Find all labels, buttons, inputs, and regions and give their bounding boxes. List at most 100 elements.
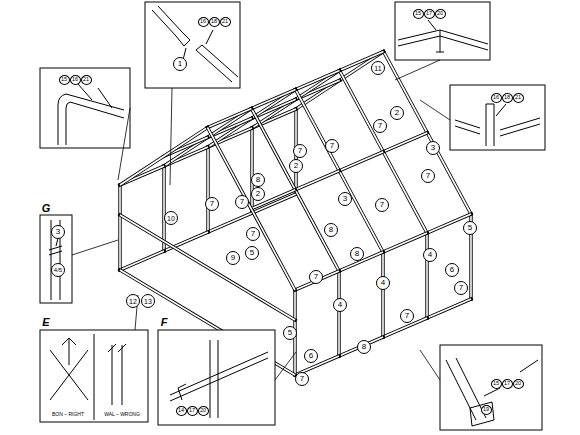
tube-fill — [208, 128, 296, 291]
callout-number: 5 — [245, 246, 259, 260]
tube-fill — [295, 271, 339, 290]
callout-number: 7 — [400, 309, 414, 323]
callout-number: 2 — [390, 106, 404, 120]
leader-lines — [72, 60, 450, 380]
tube-fill — [340, 71, 428, 234]
tube-fill — [296, 71, 340, 90]
callout-number: 9 — [226, 251, 240, 265]
callout-number: 7 — [375, 198, 389, 212]
tube-fill — [296, 90, 384, 253]
tube-outline — [296, 90, 384, 253]
callout-number: 4 — [333, 298, 347, 312]
tube-fill — [295, 171, 339, 190]
callout-number: 7 — [373, 119, 387, 133]
tube-outline — [337, 271, 340, 356]
tube-fill — [427, 299, 471, 318]
callout-number: 17 — [424, 9, 435, 19]
tube-outline — [120, 215, 295, 320]
tube-fill — [382, 252, 384, 337]
callout-number: 7 — [421, 169, 435, 183]
tube-outline — [252, 71, 340, 129]
callout-number: 21 — [81, 75, 92, 85]
tube-fill — [119, 185, 121, 270]
callout-number: 6 — [445, 263, 459, 277]
callout-number: 15 — [59, 75, 70, 85]
tube-fill — [251, 128, 253, 213]
callout-number: 19 — [481, 405, 492, 415]
tube-outline — [208, 128, 296, 291]
tube-outline — [120, 251, 164, 270]
callout-number: 17 — [502, 379, 513, 389]
callout-number: 5 — [463, 221, 477, 235]
callout-number: 2 — [289, 159, 303, 173]
tube-outline — [162, 166, 165, 251]
tube-fill — [252, 71, 340, 129]
callout-number: 8 — [324, 223, 338, 237]
tube-fill — [252, 90, 296, 109]
callout-number: 15 — [413, 9, 424, 19]
callout-number: 4 — [423, 248, 437, 262]
tube-outline — [206, 147, 209, 232]
tube-outline — [340, 71, 428, 234]
tube-outline — [383, 233, 427, 252]
callout-number: 8 — [251, 173, 265, 187]
tube-outline — [381, 252, 384, 337]
callout-number: 10 — [164, 211, 178, 225]
tube-outline — [296, 52, 384, 110]
tube-fill — [339, 337, 383, 356]
tube-fill — [120, 215, 295, 320]
callout-number: 21 — [220, 17, 231, 27]
tube-outline — [164, 232, 208, 251]
tube-fill — [207, 147, 209, 232]
tube-fill — [383, 233, 427, 252]
tube-outline — [164, 109, 252, 167]
callout-number: 7 — [325, 139, 339, 153]
callout-number: 7 — [309, 270, 323, 284]
callout-number: 4/5 — [51, 263, 65, 277]
callout-number: 16 — [70, 75, 81, 85]
callout-number: 11 — [371, 61, 385, 75]
tube-outline — [252, 90, 296, 109]
detail-letter: G — [42, 203, 51, 214]
tube-outline — [425, 233, 428, 318]
callout-number: 7 — [454, 281, 468, 295]
tube-outline — [252, 109, 340, 272]
callout-number: 15 — [491, 379, 502, 389]
callout-number: 7 — [205, 197, 219, 211]
tube-fill — [120, 128, 208, 186]
detail-insets — [40, 2, 545, 430]
tube-fill — [339, 152, 383, 171]
tube-outline — [208, 213, 252, 232]
tube-outline — [296, 71, 340, 90]
tube-outline — [427, 299, 471, 318]
tube-outline — [118, 185, 121, 270]
callout-number: 5 — [283, 326, 297, 340]
detail-letter: F — [161, 317, 168, 328]
callout-number: 7 — [235, 195, 249, 209]
callout-number: 8 — [350, 247, 364, 261]
tube-outline — [250, 128, 253, 213]
callout-number: 8 — [357, 340, 371, 354]
callout-number: 7 — [246, 227, 260, 241]
tube-outline — [120, 128, 208, 186]
callout-number: 13 — [141, 294, 155, 308]
callout-number: 18 — [502, 93, 513, 103]
inset-sketches — [49, 6, 540, 426]
tube-outline — [295, 171, 339, 190]
tube-outline — [295, 271, 339, 290]
callout-number: 2 — [251, 187, 265, 201]
callout-number: 7 — [293, 144, 307, 158]
tube-fill — [208, 90, 296, 148]
callout-number: 16 — [491, 93, 502, 103]
tube-fill — [252, 109, 340, 272]
callout-number: 6 — [304, 349, 318, 363]
callout-number: 4 — [376, 276, 390, 290]
tube-fill — [164, 109, 252, 167]
detail-letter: E — [42, 317, 49, 328]
callout-number: 17 — [187, 406, 198, 416]
tube-fill — [208, 109, 252, 128]
callout-number: 3 — [338, 192, 352, 206]
callout-number: 3 — [426, 141, 440, 155]
